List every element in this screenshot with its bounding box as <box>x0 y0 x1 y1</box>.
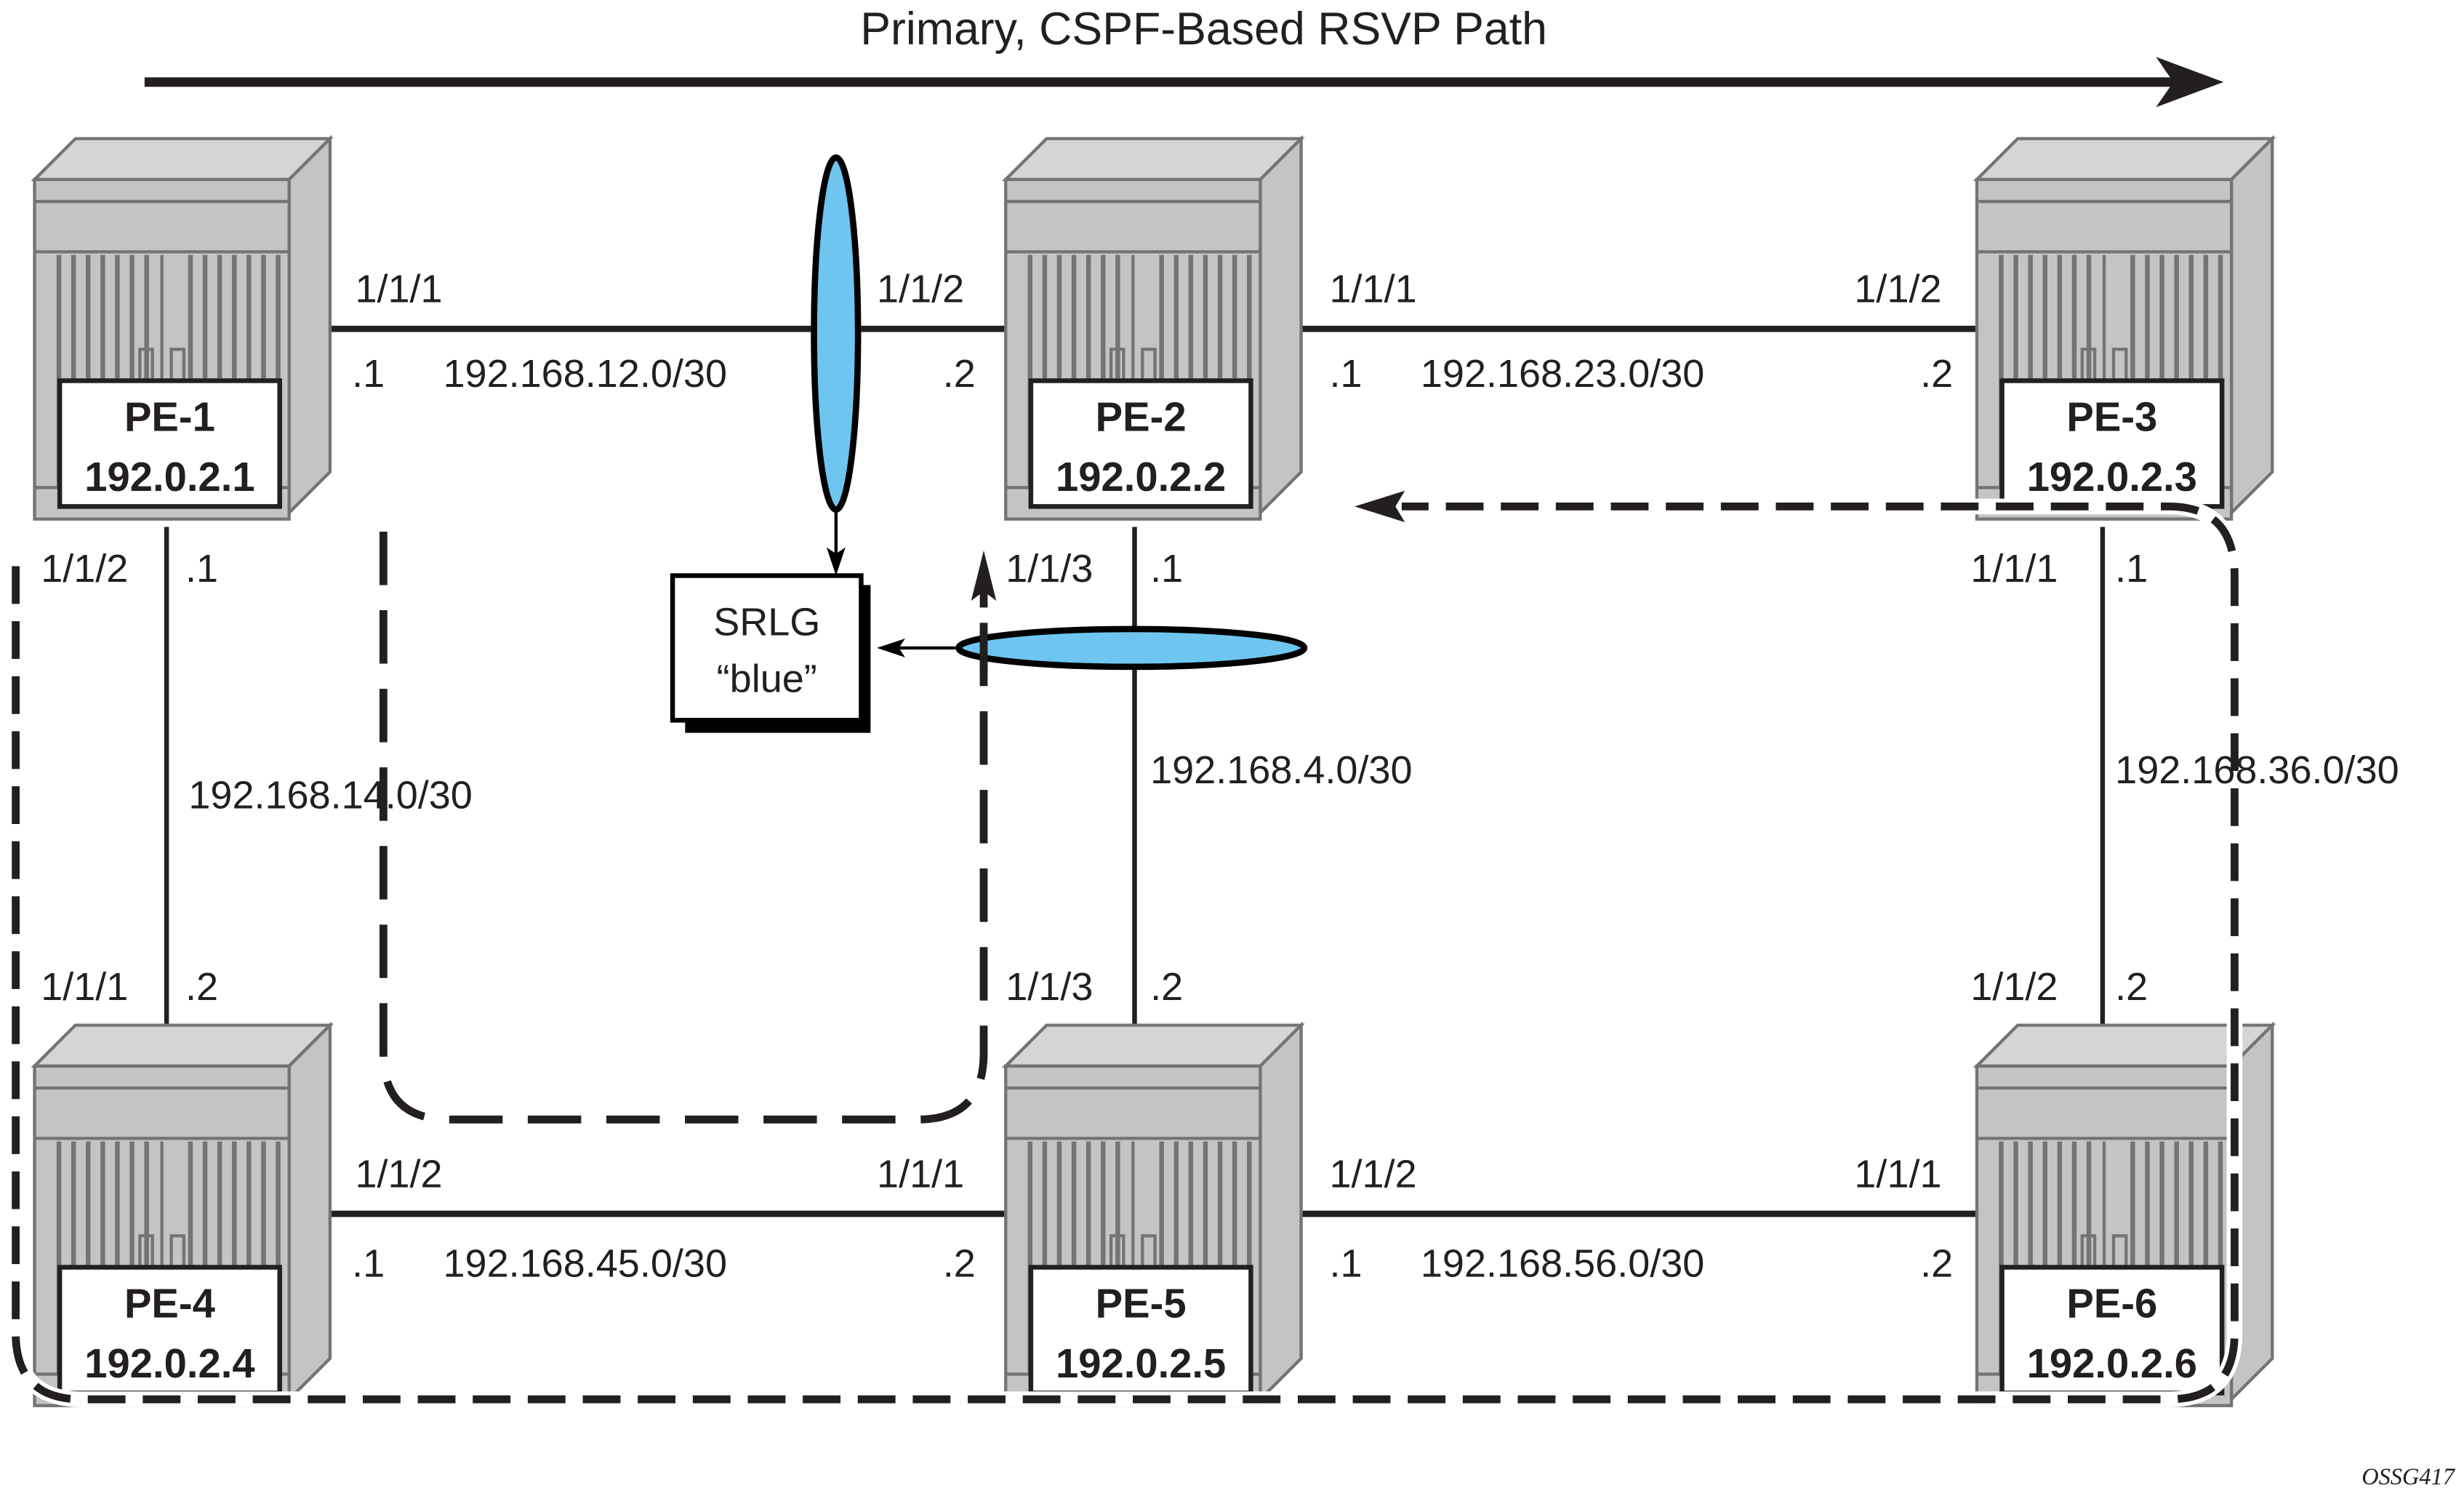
port-label: 1/1/2 <box>41 547 128 591</box>
host-label: .1 <box>1330 1241 1363 1285</box>
port-label: 1/1/1 <box>1970 547 2058 591</box>
router-name: PE-4 <box>124 1281 215 1327</box>
detour-path-2-arrowhead <box>1355 490 1405 523</box>
router-ip: 192.0.2.2 <box>1056 454 1226 500</box>
router-pe-5[interactable]: PE-5 192.0.2.5 <box>1002 1021 1305 1407</box>
router-ip: 192.0.2.5 <box>1056 1340 1226 1386</box>
srlg-ellipse-link-pe1-pe2[interactable] <box>811 154 862 513</box>
router-label-box <box>57 378 282 509</box>
router-name: PE-6 <box>2066 1281 2157 1327</box>
router-name: PE-1 <box>124 394 215 440</box>
router-pe-4[interactable]: PE-4 192.0.2.4 <box>31 1021 334 1407</box>
port-label: 1/1/3 <box>1006 547 1093 591</box>
subnet-label: 192.168.23.0/30 <box>1421 352 1704 396</box>
host-label: .1 <box>2115 547 2148 591</box>
port-label: 1/1/1 <box>1854 1152 1941 1196</box>
router-name: PE-5 <box>1096 1281 1187 1327</box>
host-label: .2 <box>1920 1241 1953 1285</box>
host-label: .1 <box>1330 352 1363 396</box>
routers: PE-1192.0.2.1PE-2192.0.2.2PE-3192.0.2.3P… <box>31 135 2276 1407</box>
router-ip: 192.0.2.4 <box>84 1340 254 1386</box>
port-label: 1/1/1 <box>41 965 128 1009</box>
router-pe-3[interactable]: PE-3 192.0.2.3 <box>1973 135 2276 521</box>
srlg-name: “blue” <box>717 657 817 700</box>
port-label: 1/1/3 <box>1006 965 1093 1009</box>
arrow-down-icon <box>826 547 846 576</box>
port-label: 1/1/2 <box>355 1152 442 1196</box>
srlg-label: SRLG <box>713 601 820 644</box>
router-ip: 192.0.2.3 <box>2027 454 2197 500</box>
primary-path-arrow <box>144 57 2224 108</box>
router-label-box <box>1028 378 1253 509</box>
router-pe-1[interactable]: PE-1 192.0.2.1 <box>31 135 334 521</box>
router-pe-2[interactable]: PE-2 192.0.2.2 <box>1002 135 1305 521</box>
links <box>164 325 2106 1217</box>
detour-path-1 <box>379 531 988 1124</box>
subnet-label: 192.168.45.0/30 <box>444 1241 727 1285</box>
detour-path-1-arrowhead <box>971 550 997 601</box>
port-label: 1/1/2 <box>1854 267 1941 311</box>
subnet-label: 192.168.14.0/30 <box>188 773 472 817</box>
port-label: 1/1/2 <box>1330 1152 1417 1196</box>
diagram-title: Primary, CSPF-Based RSVP Path <box>860 4 1547 55</box>
router-label-box <box>1999 378 2225 509</box>
detour-path-2 <box>7 490 2243 1407</box>
host-label: .2 <box>1150 965 1183 1009</box>
host-label: .2 <box>943 352 976 396</box>
host-label: .1 <box>1150 547 1183 591</box>
srlg-arrows <box>826 509 956 657</box>
subnet-label: 192.168.56.0/30 <box>1421 1241 1704 1285</box>
host-label: .2 <box>943 1241 976 1285</box>
router-label-box <box>57 1265 282 1396</box>
port-label: 1/1/1 <box>877 1152 964 1196</box>
figure-id: OSSG417 <box>2361 1464 2456 1490</box>
host-label: .2 <box>1920 352 1953 396</box>
router-name: PE-3 <box>2066 394 2157 440</box>
subnet-label: 192.168.12.0/30 <box>444 352 727 396</box>
host-label: .1 <box>352 1241 385 1285</box>
router-ip: 192.0.2.1 <box>84 454 254 500</box>
subnet-label: 192.168.4.0/30 <box>1150 748 1412 792</box>
link-labels: 1/1/1 .1 192.168.12.0/30 1/1/2 .2 1/1/1 … <box>41 267 2399 1285</box>
host-label: .2 <box>2115 965 2148 1009</box>
router-ip: 192.0.2.6 <box>2027 1340 2197 1386</box>
port-label: 1/1/2 <box>1970 965 2058 1009</box>
srlg-box: SRLG “blue” <box>670 573 871 733</box>
port-label: 1/1/2 <box>877 267 964 311</box>
port-label: 1/1/1 <box>1330 267 1417 311</box>
host-label: .1 <box>352 352 385 396</box>
host-label: .2 <box>185 965 218 1009</box>
host-label: .1 <box>185 547 218 591</box>
arrow-left-icon <box>877 638 905 657</box>
srlg-ellipse-link-pe2-pe5[interactable] <box>955 625 1308 671</box>
router-name: PE-2 <box>1096 394 1187 440</box>
subnet-label: 192.168.36.0/30 <box>2115 748 2399 792</box>
port-label: 1/1/1 <box>355 267 442 311</box>
